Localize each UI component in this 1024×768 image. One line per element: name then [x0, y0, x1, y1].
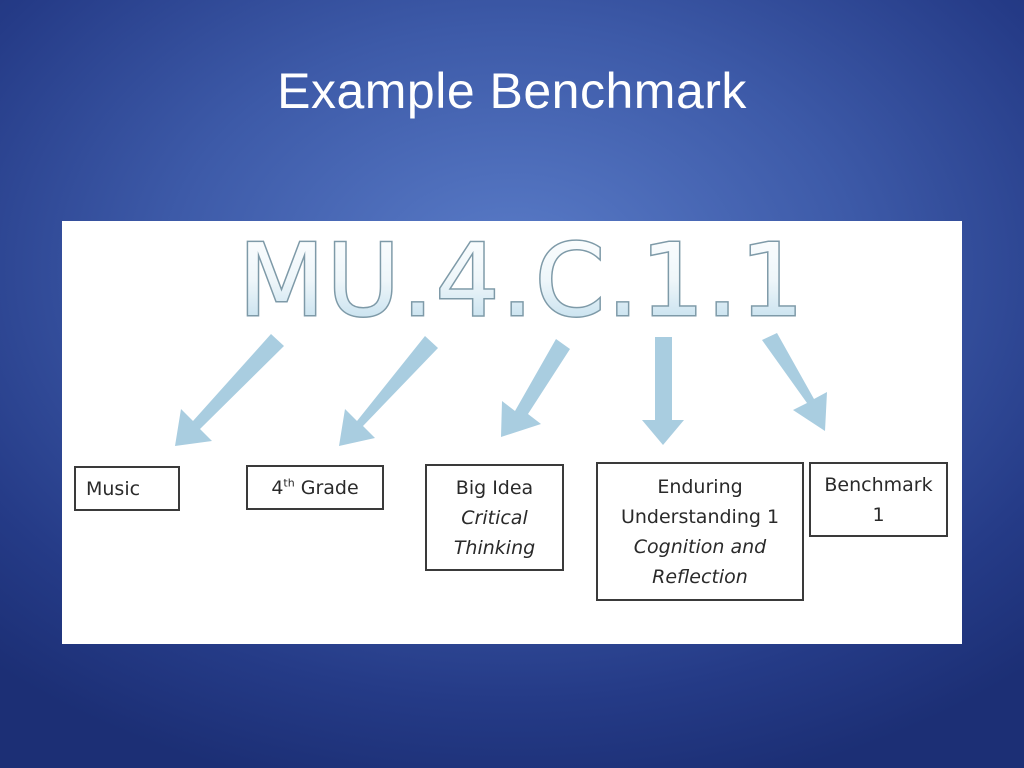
enduring-title-line1: Enduring: [657, 475, 743, 498]
grade-suffix: th: [283, 476, 295, 490]
enduring-understanding-box: Enduring Understanding 1 Cognition and R…: [596, 462, 804, 601]
enduring-name-line1: Cognition and: [633, 535, 767, 558]
music-box: Music: [74, 466, 180, 511]
diagram-graphics: MU.4.C.1.1: [175, 221, 827, 446]
arrow-to-big-idea: [501, 339, 570, 437]
grade-label-line: 4th Grade: [271, 473, 358, 503]
benchmark-box: Benchmark 1: [809, 462, 948, 537]
grade-box: 4th Grade: [246, 465, 384, 510]
arrow-to-enduring: [642, 337, 684, 445]
grade-label: Grade: [300, 476, 359, 499]
arrow-to-grade: [339, 336, 438, 446]
grade-number: 4: [271, 476, 284, 499]
music-label: Music: [86, 477, 141, 500]
arrow-to-benchmark: [762, 333, 827, 431]
benchmark-number: 1: [872, 503, 885, 526]
enduring-title-line2: Understanding 1: [620, 505, 780, 528]
arrow-to-music: [175, 334, 284, 446]
slide-title: Example Benchmark: [277, 63, 747, 119]
big-idea-box: Big Idea Critical Thinking: [425, 464, 564, 571]
big-idea-title: Big Idea: [455, 476, 534, 499]
benchmark-title: Benchmark: [824, 473, 933, 496]
enduring-name-line2: Reflection: [652, 565, 748, 588]
big-idea-name-line1: Critical: [461, 506, 528, 529]
benchmark-code: MU.4.C.1.1: [238, 222, 805, 339]
big-idea-name-line2: Thinking: [453, 536, 536, 559]
benchmark-diagram-panel: MU.4.C.1.1 Music 4th Grade Big Idea Crit…: [62, 221, 962, 644]
